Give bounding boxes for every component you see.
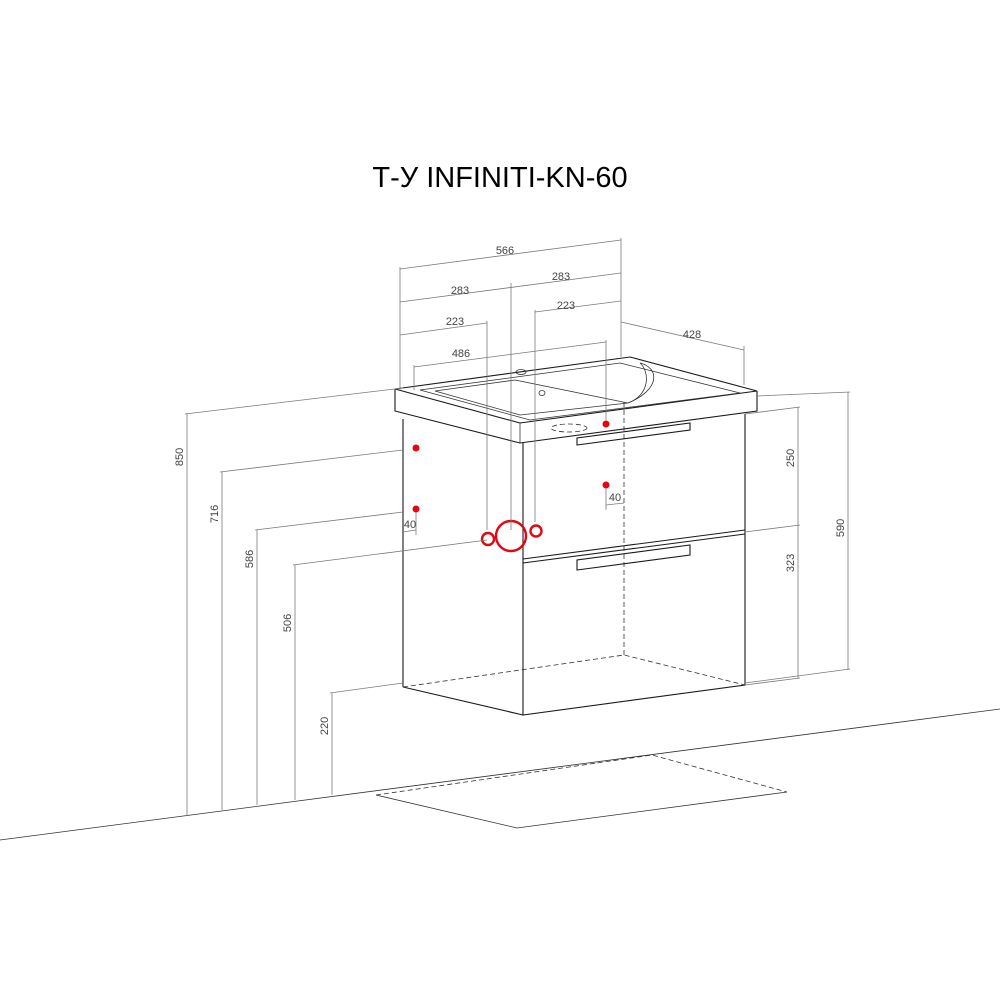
dim-586: 586 — [244, 550, 256, 568]
dim-590: 590 — [835, 519, 847, 537]
floor-lines — [0, 708, 1000, 841]
drawing-title: Т-У INFINITI-KN-60 — [372, 162, 628, 194]
connection-point-left-top — [412, 444, 420, 452]
drawer-handles — [576, 422, 691, 571]
connection-point-center-top — [602, 420, 610, 428]
dim-323: 323 — [785, 554, 797, 572]
connection-point-center-mid — [602, 481, 610, 489]
dim-40-center: 40 — [609, 492, 621, 504]
dim-220: 220 — [319, 717, 331, 735]
dimension-lines — [184, 238, 851, 815]
washbasin — [394, 356, 758, 444]
dim-223-left: 223 — [446, 316, 464, 328]
dim-486: 486 — [452, 348, 470, 360]
dim-850: 850 — [174, 448, 186, 466]
water-inlet-right-circle — [529, 524, 543, 538]
dim-283-left: 283 — [451, 285, 469, 297]
water-inlet-left-circle — [480, 531, 496, 547]
dimension-labels: 566 283 283 223 223 486 428 850 716 586 … — [174, 245, 847, 735]
dim-506: 506 — [282, 614, 294, 632]
dim-716: 716 — [209, 505, 221, 523]
dim-250: 250 — [785, 449, 797, 467]
dim-40-left: 40 — [404, 519, 416, 531]
dim-428: 428 — [683, 329, 701, 341]
connection-points — [412, 420, 610, 553]
dim-283-right: 283 — [552, 271, 570, 283]
dim-566: 566 — [496, 245, 514, 257]
connection-point-left-mid — [412, 505, 420, 513]
dim-223-right: 223 — [557, 300, 575, 312]
cabinet-body — [402, 402, 746, 716]
